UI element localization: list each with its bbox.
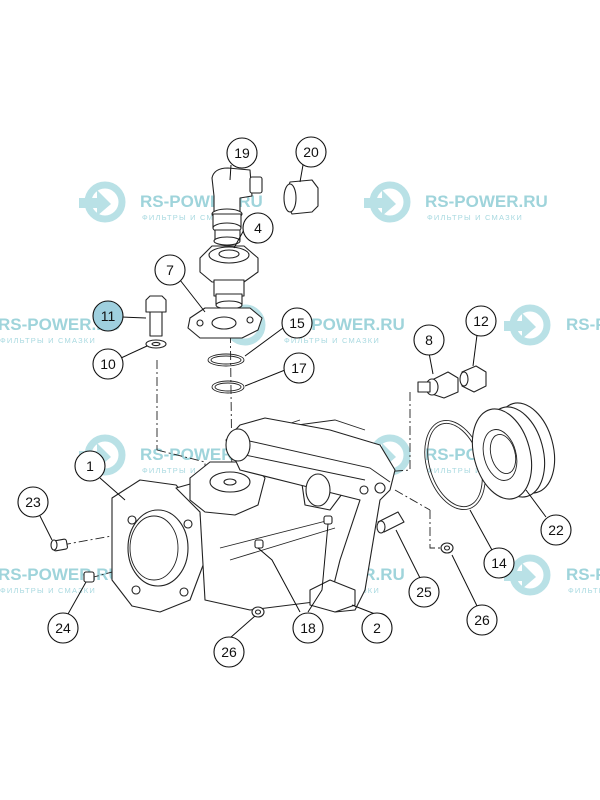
callout-label: 12 xyxy=(473,313,489,329)
callout-15: 15 xyxy=(281,307,313,339)
callout-label: 15 xyxy=(289,315,305,331)
leader-lines xyxy=(39,164,547,639)
dowel-25 xyxy=(376,511,405,534)
callout-label: 4 xyxy=(254,220,262,236)
callout-label: 26 xyxy=(474,612,490,628)
callout-10: 10 xyxy=(92,348,124,380)
screw-23 xyxy=(50,538,68,552)
callout-label: 24 xyxy=(55,620,71,636)
gasket-7 xyxy=(187,307,263,339)
sensor-8 xyxy=(417,371,459,399)
callout-label: 23 xyxy=(25,494,41,510)
fitting-4 xyxy=(199,245,259,310)
callout-label: 10 xyxy=(100,356,116,372)
o-ring-15 xyxy=(207,353,245,367)
callout-4: 4 xyxy=(242,212,274,244)
callout-26-left: 26 xyxy=(213,636,245,668)
callout-7: 7 xyxy=(154,254,186,286)
callout-label: 18 xyxy=(300,620,316,636)
bearing-22 xyxy=(471,402,556,500)
callout-19: 19 xyxy=(226,137,258,169)
watermark-mid-right: RS-POWER.RU xyxy=(504,304,600,346)
callout-label: 8 xyxy=(425,332,433,348)
callout-11: 11 xyxy=(92,300,124,332)
watermark-sub-text: ФИЛЬТРЫ И СМАЗКИ xyxy=(142,213,238,222)
watermark-sub-text: ФИЛЬТРЫ И СМАЗКИ xyxy=(427,213,523,222)
callout-18: 18 xyxy=(292,612,324,644)
callout-1: 1 xyxy=(74,450,106,482)
watermark-sub-text: ФИЛЬТРЫ И СМАЗКИ xyxy=(0,336,96,345)
watermark-sub-text: ФИЛЬТРЫ И СМАЗКИ xyxy=(284,336,380,345)
watermark-brand-text: RS-POWER.RU xyxy=(566,315,600,334)
watermark-bottom-right: RS-POWER.RU ФИЛЬТРЫ И СМАЗКИ xyxy=(504,554,600,596)
callout-25: 25 xyxy=(408,576,440,608)
callout-label: 14 xyxy=(491,555,507,571)
callout-12: 12 xyxy=(465,305,497,337)
callout-label: 11 xyxy=(101,308,116,324)
callout-label: 26 xyxy=(221,644,237,660)
plug-24 xyxy=(83,571,95,583)
callout-22: 22 xyxy=(540,514,572,546)
callout-label: 2 xyxy=(373,620,381,636)
watermark-logo-icon xyxy=(364,181,411,223)
watermark-brand-text: RS-POWER.RU xyxy=(566,565,600,584)
washer-10 xyxy=(145,339,167,349)
o-ring-17 xyxy=(211,380,245,394)
callout-label: 25 xyxy=(416,584,432,600)
callout-label: 1 xyxy=(86,458,94,474)
watermark-bottom-left: RS-POWER.RU ФИЛЬТРЫ И СМАЗКИ xyxy=(0,565,121,595)
watermark-logo-icon xyxy=(504,304,551,346)
plug-26b xyxy=(440,542,454,554)
callout-8: 8 xyxy=(413,324,445,356)
cover-2 xyxy=(225,417,396,613)
callout-14: 14 xyxy=(483,547,515,579)
watermark-logo-icon xyxy=(504,554,551,596)
nut-20 xyxy=(283,179,319,215)
callout-24: 24 xyxy=(47,612,79,644)
elbow-fitting-19 xyxy=(211,167,263,246)
watermark-brand-text: RS-POWER.RU xyxy=(282,315,405,334)
callout-2: 2 xyxy=(361,612,393,644)
callout-17: 17 xyxy=(283,352,315,384)
watermark-logo-icon xyxy=(79,181,126,223)
callout-23: 23 xyxy=(17,486,49,518)
watermark-brand-text: RS-POWER.RU xyxy=(0,315,121,334)
watermark-sub-text: ФИЛЬТРЫ И СМАЗКИ xyxy=(427,466,523,475)
callout-label: 20 xyxy=(303,144,319,160)
watermark-top-right: RS-POWER.RU ФИЛЬТРЫ И СМАЗКИ xyxy=(364,181,548,223)
nut-12 xyxy=(459,365,487,393)
plug-26a xyxy=(251,606,265,618)
watermark-sub-text: ФИЛЬТРЫ И СМАЗКИ xyxy=(0,586,96,595)
callout-20: 20 xyxy=(295,136,327,168)
callout-label: 7 xyxy=(166,262,174,278)
watermark-sub-text: ФИЛЬТРЫ И СМАЗКИ xyxy=(568,586,600,595)
callout-label: 17 xyxy=(291,360,307,376)
callout-label: 19 xyxy=(234,145,250,161)
bolt-11 xyxy=(145,295,167,337)
watermark-brand-text: RS-POWER.RU xyxy=(425,192,548,211)
watermark-sub-text: ФИЛЬТРЫ И СМАЗКИ xyxy=(142,466,238,475)
callout-26-right: 26 xyxy=(466,604,498,636)
watermark-mid-left: RS-POWER.RU ФИЛЬТРЫ И СМАЗКИ xyxy=(0,315,121,345)
callout-label: 22 xyxy=(548,522,564,538)
